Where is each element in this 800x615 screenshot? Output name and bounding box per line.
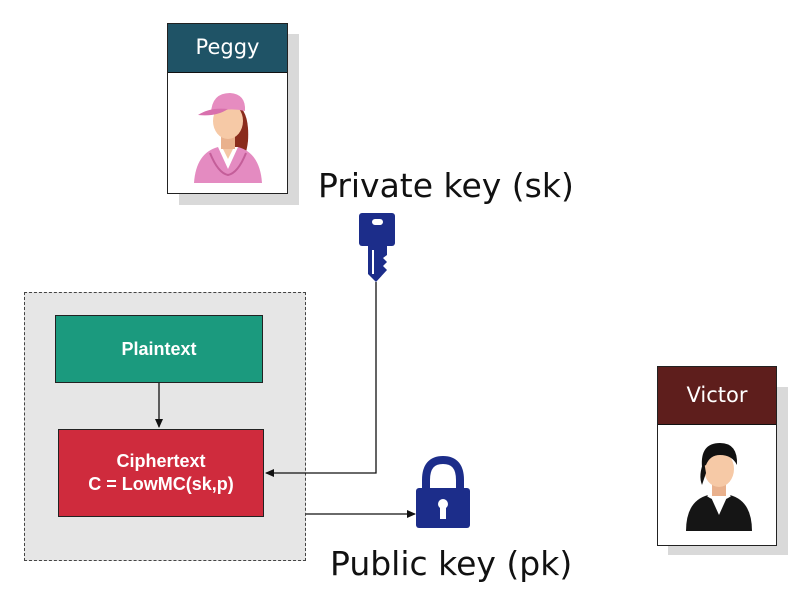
peggy-card: Peggy [167, 23, 288, 194]
man-judge-icon [686, 443, 752, 531]
private-key-to-ciphertext-arrow [265, 282, 377, 477]
key-icon [359, 213, 395, 282]
plaintext-label: Plaintext [121, 338, 197, 359]
woman-pink-cap-icon [194, 93, 262, 183]
victor-card: Victor [657, 366, 777, 546]
ciphertext-box: Ciphertext C = LowMC(sk,p) [58, 429, 264, 517]
plaintext-box: Plaintext [55, 315, 263, 383]
private-key-label: Private key (sk) [318, 166, 574, 205]
public-key-label: Public key (pk) [330, 544, 573, 583]
padlock-icon [416, 455, 470, 528]
victor-name: Victor [658, 367, 776, 425]
ciphertext-title: Ciphertext [116, 451, 206, 471]
ciphertext-formula: C = LowMC(sk,p) [88, 474, 234, 494]
peggy-name: Peggy [168, 24, 287, 73]
